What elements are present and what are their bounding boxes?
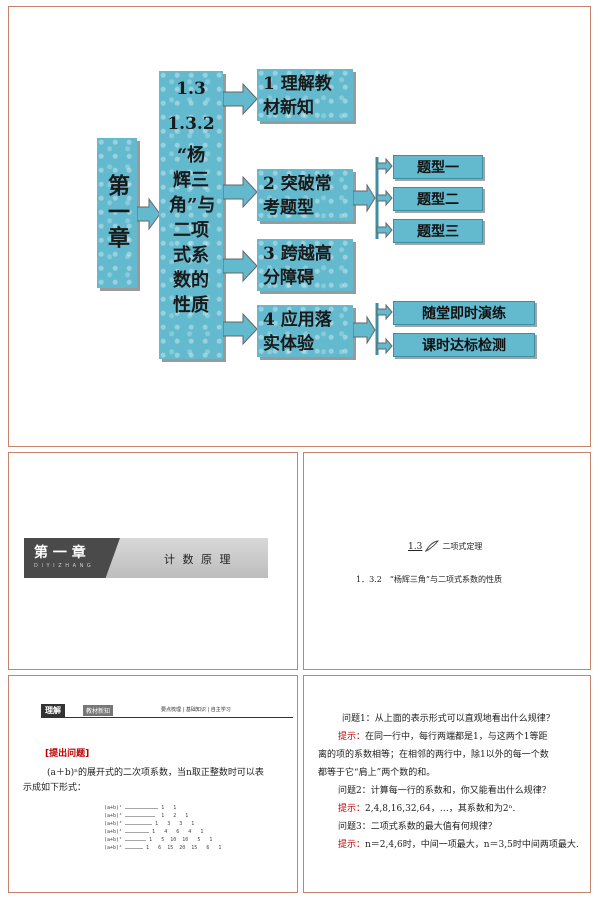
slide-questions: 问题1：从上面的表示形式可以直观地看出什么规律？ 提示：在同一行中，每行两端都是… [303, 675, 591, 893]
slide-section-title: 1.3 二项式定理 1．3.2 “杨辉三角”与二项式系数的性质 [303, 452, 591, 670]
apply-tag-1[interactable]: 随堂即时演练 [393, 301, 535, 325]
header-badge-secondary: 教材新知 [83, 705, 114, 716]
section-subtitle: 1．3.2 “杨辉三角”与二项式系数的性质 [356, 575, 502, 584]
quill-icon [425, 537, 440, 556]
chapter-banner-title: 计 数 原 理 [164, 553, 233, 566]
header-badge: 理解 [41, 704, 65, 717]
hint-label-2: 提示： [338, 804, 366, 814]
section-number: 1.3 [408, 541, 423, 552]
section-label-1: 1 理解教材新知 [263, 74, 332, 118]
triangle-row-2: (a+b)² ………………………… 1 2 1 [104, 813, 189, 819]
slide4-header: 理解 教材新知 要点梳理 | 基础知识 | 自主学习 [41, 704, 293, 718]
chapter-banner-label: 第 一 章 [34, 545, 86, 561]
question-tag: [提出问题] [45, 749, 90, 759]
center-title: “杨辉三角”与二项式系数的性质 [169, 145, 216, 316]
arrow-section-4 [223, 312, 258, 346]
section-label-4: 4 应用落实体验 [263, 310, 332, 354]
chapter-box: 第一章 [97, 138, 137, 288]
type-tag-1-label: 题型一 [417, 160, 459, 176]
apply-tag-1-label: 随堂即时演练 [422, 306, 506, 322]
type-tag-3-label: 题型三 [417, 224, 459, 240]
header-rule [41, 717, 293, 718]
section-heading: 1.3 二项式定理 [408, 537, 482, 556]
type-tag-1[interactable]: 题型一 [393, 155, 483, 179]
bracket-types [353, 157, 393, 239]
chapter-banner-pinyin: D I Y I Z H A N G [34, 563, 92, 569]
triangle-row-4: (a+b)⁴ …………………… 1 4 6 4 1 [104, 829, 204, 835]
slide-chapter-banner: 第 一 章 D I Y I Z H A N G 计 数 原 理 [8, 452, 298, 670]
section-title: 二项式定理 [442, 542, 483, 551]
answer-2: 提示：2,4,8,16,32,64，…，其系数和为2ⁿ. [338, 803, 580, 816]
answer-3: 提示：n＝2,4,6时，中间一项最大，n＝3,5时中间两项最大. [338, 839, 580, 852]
center-line-1: 1.3 [176, 79, 206, 99]
pascal-triangle: (a+b)¹ …………………………… 1 1 (a+b)² …………………………… [104, 804, 221, 852]
apply-tag-2-label: 课时达标检测 [422, 338, 506, 354]
type-tag-3[interactable]: 题型三 [393, 219, 483, 243]
answer-1-line-3: 都等于它“肩上”两个数的和。 [318, 768, 436, 778]
section-box-4[interactable]: 4 应用落实体验 [257, 305, 353, 357]
section-box-2[interactable]: 2 突破常考题型 [257, 169, 353, 221]
arrow-chapter-to-center [137, 197, 161, 231]
apply-tag-2[interactable]: 课时达标检测 [393, 333, 535, 357]
type-tag-2-label: 题型二 [417, 192, 459, 208]
header-badge-text: 理解 [45, 706, 61, 715]
section-label-2: 2 突破常考题型 [263, 174, 332, 218]
answer-1-line-1: 提示：在同一行中，每行两端都是1，与这两个1等距 [338, 731, 580, 744]
type-tag-2[interactable]: 题型二 [393, 187, 483, 211]
hint-label-1: 提示： [338, 732, 366, 742]
slide-outline: 第一章 1.3 1.3.2 “杨辉三角”与二项式系数的性质 1 理解教材新知 2… [8, 6, 591, 447]
section-box-3[interactable]: 3 跨越高分障碍 [257, 239, 353, 291]
center-title-box: 1.3 1.3.2 “杨辉三角”与二项式系数的性质 [159, 71, 223, 359]
chapter-banner: 第 一 章 D I Y I Z H A N G 计 数 原 理 [24, 538, 268, 578]
chapter-banner-dark [24, 538, 120, 578]
header-badge2-text: 教材新知 [86, 708, 111, 715]
triangle-row-1: (a+b)¹ …………………………… 1 1 [104, 805, 177, 811]
slide-understanding: 理解 教材新知 要点梳理 | 基础知识 | 自主学习 [提出问题] (a＋b)ⁿ… [8, 675, 298, 893]
bracket-apply [353, 303, 393, 355]
intro-line-1: (a＋b)ⁿ的展开式的二次项系数，当n取正整数时可以表 [47, 768, 264, 778]
triangle-row-6: (a+b)⁶ ……………… 1 6 15 20 15 6 1 [104, 845, 222, 851]
chapter-label: 第一章 [104, 174, 130, 252]
intro-line-2: 示成如下形式： [23, 783, 87, 793]
question-2: 问题2：计算每一行的系数和，你又能看出什么规律？ [338, 786, 551, 796]
center-line-2: 1.3.2 [167, 114, 215, 134]
arrow-section-1 [223, 82, 258, 116]
arrow-section-3 [223, 249, 258, 283]
header-right-text: 要点梳理 | 基础知识 | 自主学习 [161, 707, 231, 713]
section-box-1[interactable]: 1 理解教材新知 [257, 69, 353, 121]
hint-label-3: 提示： [338, 840, 366, 850]
answer-3-text: n＝2,4,6时，中间一项最大，n＝3,5时中间两项最大. [365, 840, 579, 850]
triangle-row-3: (a+b)³ ……………………… 1 3 3 1 [104, 821, 195, 827]
answer-1-line-2: 离的项的系数相等；在相邻的两行中，除1以外的每一个数 [318, 750, 549, 760]
section-label-3: 3 跨越高分障碍 [263, 244, 332, 288]
question-3: 问题3：二项式系数的最大值有何规律？ [338, 822, 497, 832]
triangle-row-5: (a+b)⁵ ………………… 1 5 10 10 5 1 [104, 837, 213, 843]
question-1: 问题1：从上面的表示形式可以直观地看出什么规律？ [342, 714, 555, 724]
answer-2-text: 2,4,8,16,32,64，…，其系数和为2ⁿ. [365, 804, 516, 814]
answer-1-text-1: 在同一行中，每行两端都是1，与这两个1等距 [365, 732, 548, 742]
arrow-section-2 [223, 175, 258, 209]
